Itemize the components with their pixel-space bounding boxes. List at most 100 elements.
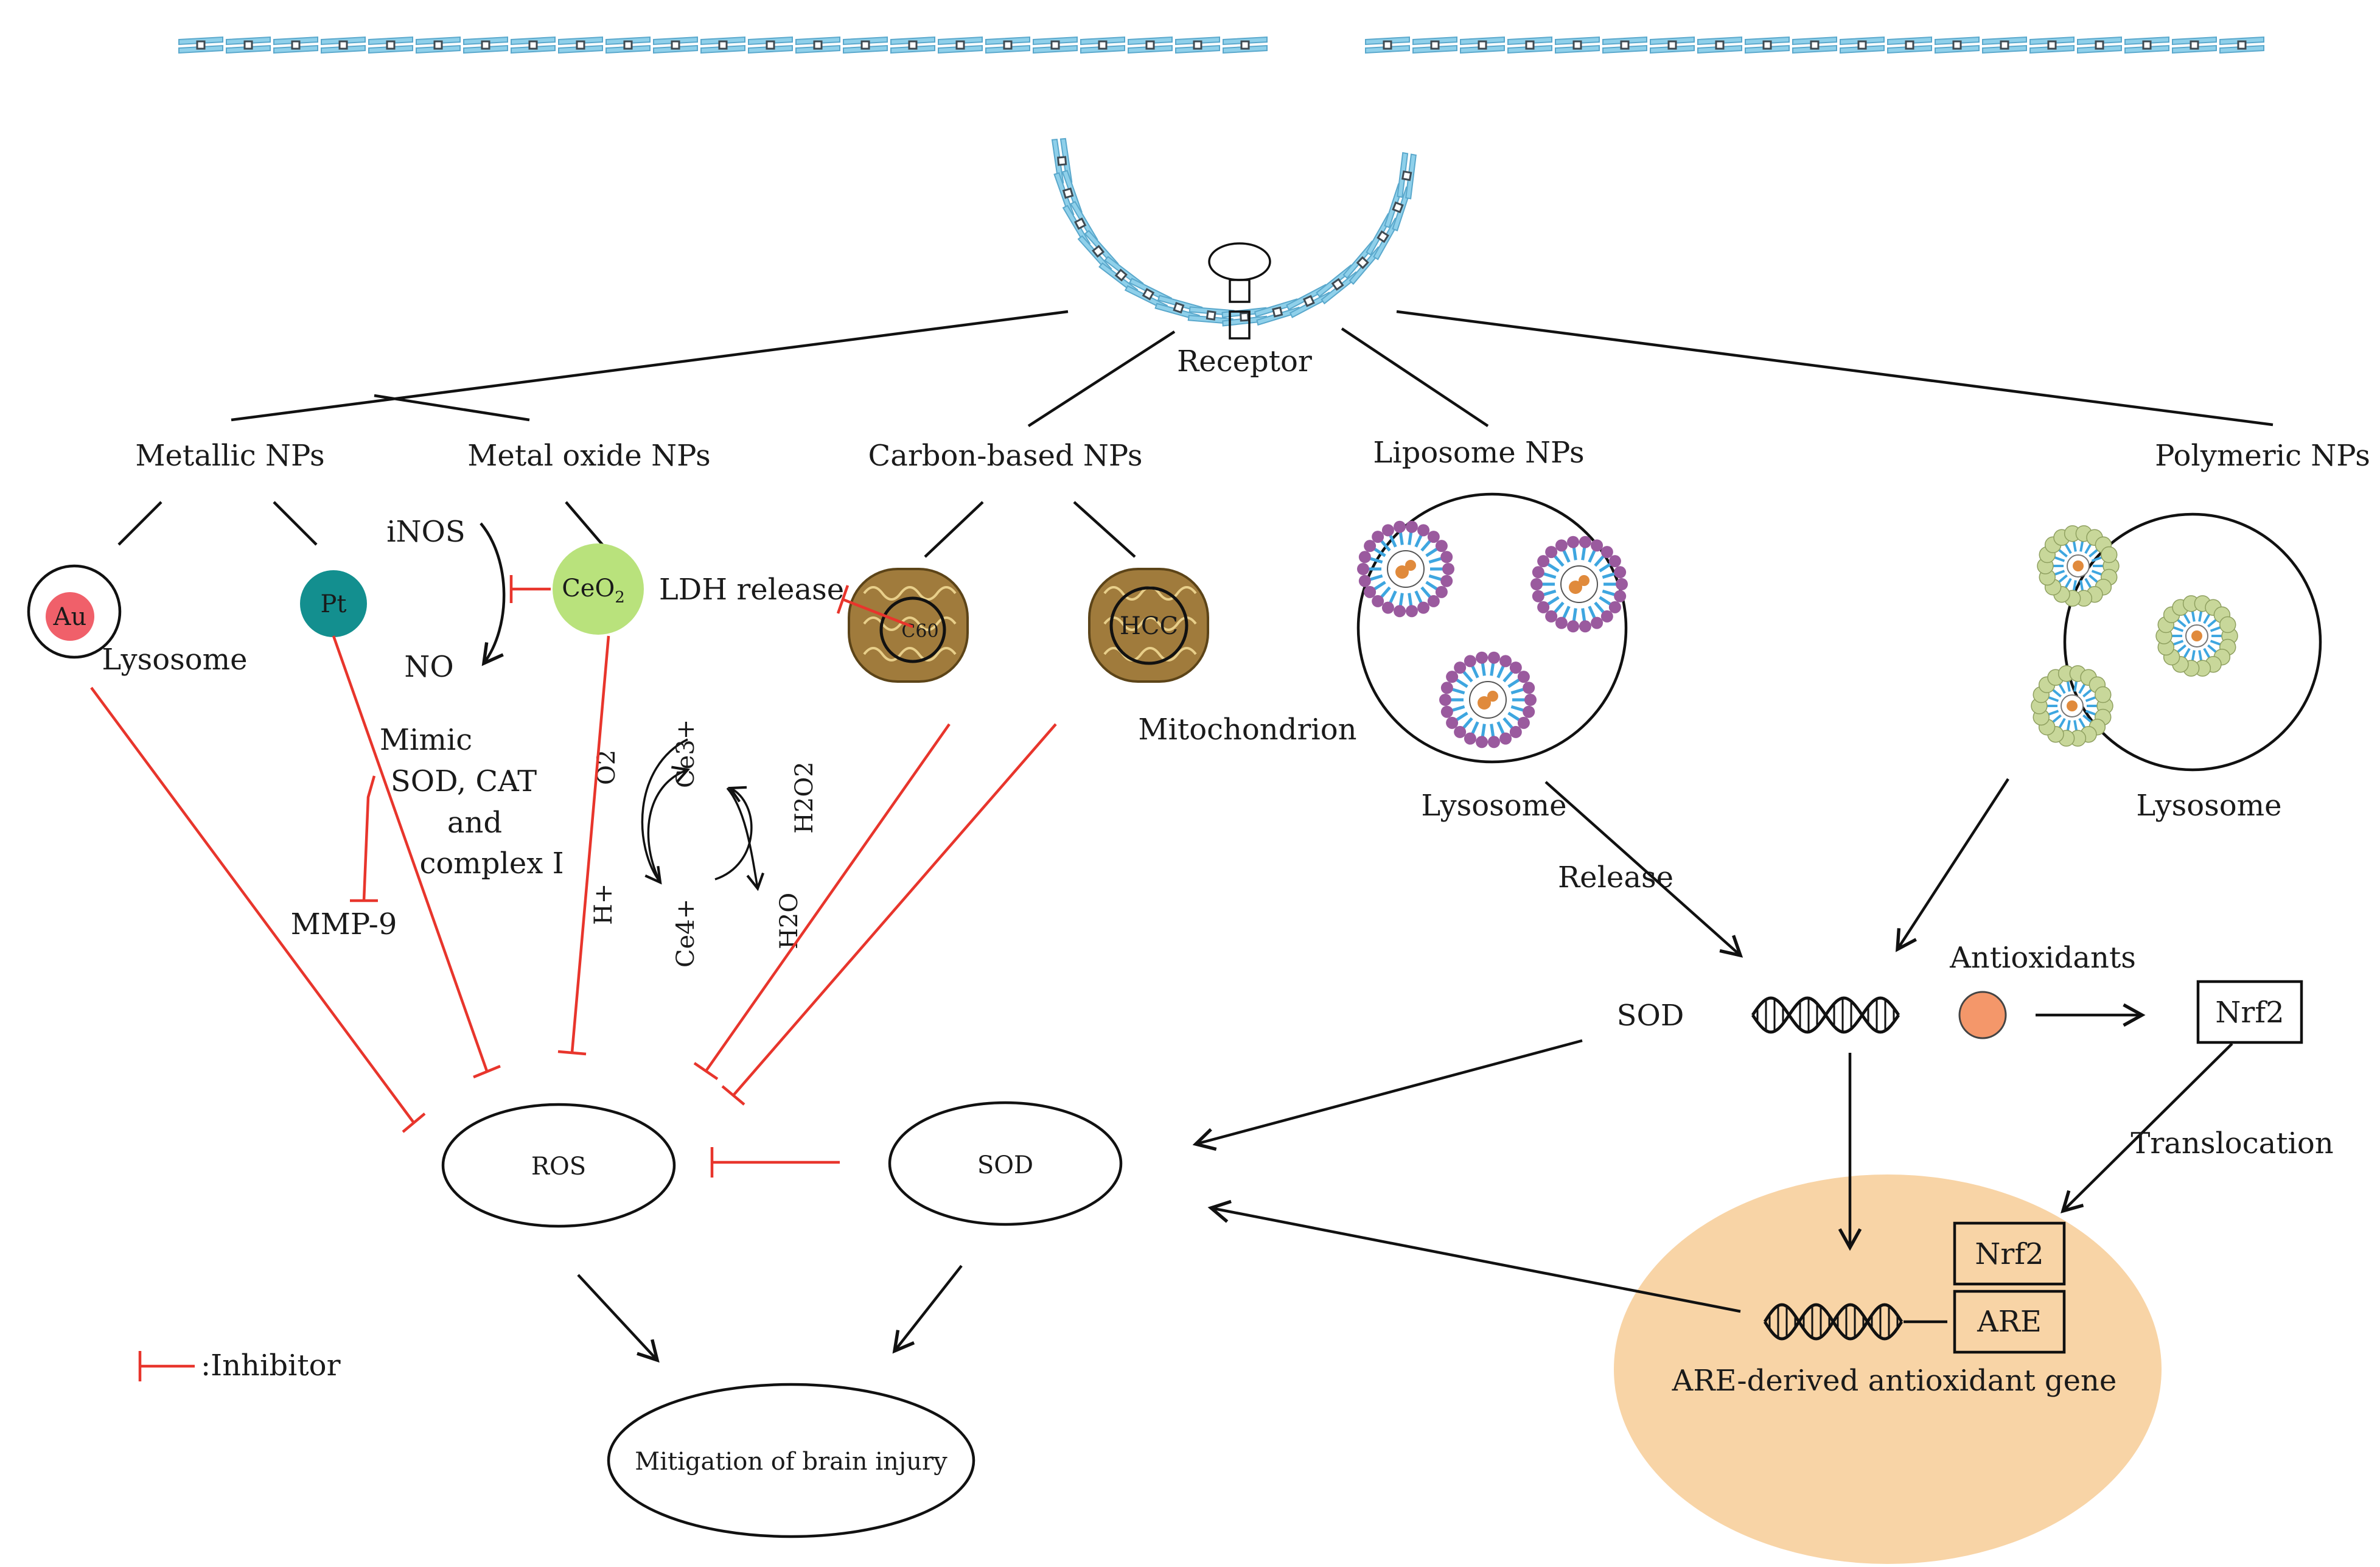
membrane-segment [463,36,508,54]
liposome-particles [1357,520,1628,749]
no-label: NO [404,650,453,684]
mitigation-ellipse [607,1383,975,1538]
sod-to-mitigation-arrow [892,1265,963,1354]
receptor-icon [1208,242,1271,340]
platinum-nanoparticle: Pt [300,570,367,637]
nucleus-to-sod-arrow [1207,1199,1741,1313]
receptor-label: Receptor [1177,344,1312,379]
dna-helix-nucleus-icon [1763,1303,1904,1341]
hcc-label: HCC [1120,612,1178,640]
membrane-segment [1507,36,1552,54]
membrane-segment [2029,36,2075,54]
membrane-segment [1051,138,1073,184]
sod-ellipse-label: SOD [977,1151,1033,1179]
liposome [1530,536,1628,633]
membrane-segment [1745,36,1790,54]
h-plus-label: H+ [590,884,618,925]
nucleus [1614,1174,2162,1564]
mitigation-label: Mitigation of brain injury [635,1448,947,1476]
release-label: Release [1558,860,1673,895]
membrane-segment [2172,36,2217,54]
ldh-release-label: LDH release [659,573,844,607]
membrane-segment [2219,36,2264,54]
cerium-redox-cycle [641,738,765,892]
membrane-segment [2124,36,2169,54]
inhibitor-legend-icon [138,1351,195,1381]
metal-oxide-nps-label: Metal oxide NPs [467,439,710,473]
membrane-segment [1397,152,1417,200]
nrf2-nucleus-label: Nrf2 [1975,1237,2043,1271]
membrane-segment [1460,36,1505,54]
membrane-segment [178,36,223,54]
ros-label: ROS [531,1153,586,1181]
membrane-segment [890,36,935,54]
membrane-segment [843,36,888,54]
inhibits-mmp9 [350,775,378,902]
ce3-label: Ce3+ [672,719,700,788]
sod-to-ros-arrow [1192,1039,1583,1151]
membrane-segment [1175,36,1220,54]
nrf2-nucleus-box [1953,1221,2066,1286]
lysosome-left-label: Lysosome [102,643,247,677]
inhibitor-legend-label: :Inhibitor [201,1349,341,1383]
membrane-segment [1792,36,1837,54]
branch-lines [117,310,2274,558]
polymeric-particles [2031,525,2238,747]
membrane-segment [748,36,793,54]
c60-inhibits-ldh [836,585,913,629]
nrf2-translocation-arrow [2061,1042,2233,1213]
liposome [1439,651,1537,749]
antioxidants-label: Antioxidants [1949,941,2136,975]
membrane-segment [1128,36,1173,54]
sod-small-label: SOD [1617,999,1684,1033]
nrf2-cytoplasm-label: Nrf2 [2215,996,2284,1030]
polymeric-nanoparticle [2155,595,2238,677]
nrf2-cytoplasm-box [2196,980,2303,1044]
membrane-segment [511,36,556,54]
dna-helix-icon [1751,996,1900,1034]
ce4-label: Ce4+ [672,899,700,968]
membrane-segment [1412,36,1457,54]
membrane-segment [700,36,745,54]
polymeric-nanoparticle [2037,525,2120,607]
membrane-segment [1342,240,1383,285]
ros-ellipse [441,1103,676,1228]
membrane-segment [1080,36,1125,54]
antioxidant-dot [1958,991,2007,1039]
inos-label: iNOS [386,515,466,549]
membrane-segment [653,36,698,54]
membrane-segment [985,36,1030,54]
lysosome-polymeric-label: Lysosome [2136,789,2281,823]
gold-np-label: Au [53,603,87,631]
membrane-segment [1982,36,2027,54]
metallic-nps-label: Metallic NPs [135,439,324,473]
membrane-segment [1098,256,1144,295]
mmp9-label: MMP-9 [291,907,397,941]
are-box [1953,1290,2066,1354]
membrane-segment [1033,36,1078,54]
membrane-segment [1062,201,1098,246]
mimic-label-1: Mimic [380,723,472,757]
platinum-np-label: Pt [321,590,347,618]
membrane-segment [1555,36,1600,54]
membrane-segment [1286,284,1332,318]
translocation-label: Translocation [2130,1126,2333,1160]
membrane-segment [273,36,318,54]
membrane-segment [605,36,651,54]
liposome-release-arrow [1544,781,1743,958]
gold-nanoparticle: Au [27,564,122,659]
membrane-segment [1697,36,1742,54]
mimic-label-3: and [447,806,502,840]
membrane-segment [1365,36,1410,54]
membrane-segment [1887,36,1932,54]
h2o2-label: H2O2 [790,761,818,834]
membrane-segment [1602,36,1647,54]
mitochondrion-label: Mitochondrion [1138,713,1356,747]
polymeric-lysosome-circle [2063,512,2322,772]
lysosome-liposome-label: Lysosome [1421,789,1566,823]
ceo2-np-label: CeO2 [562,574,625,607]
membrane-segment [321,36,366,54]
membrane-segment [416,36,461,54]
liposome-nps-label: Liposome NPs [1373,436,1584,470]
